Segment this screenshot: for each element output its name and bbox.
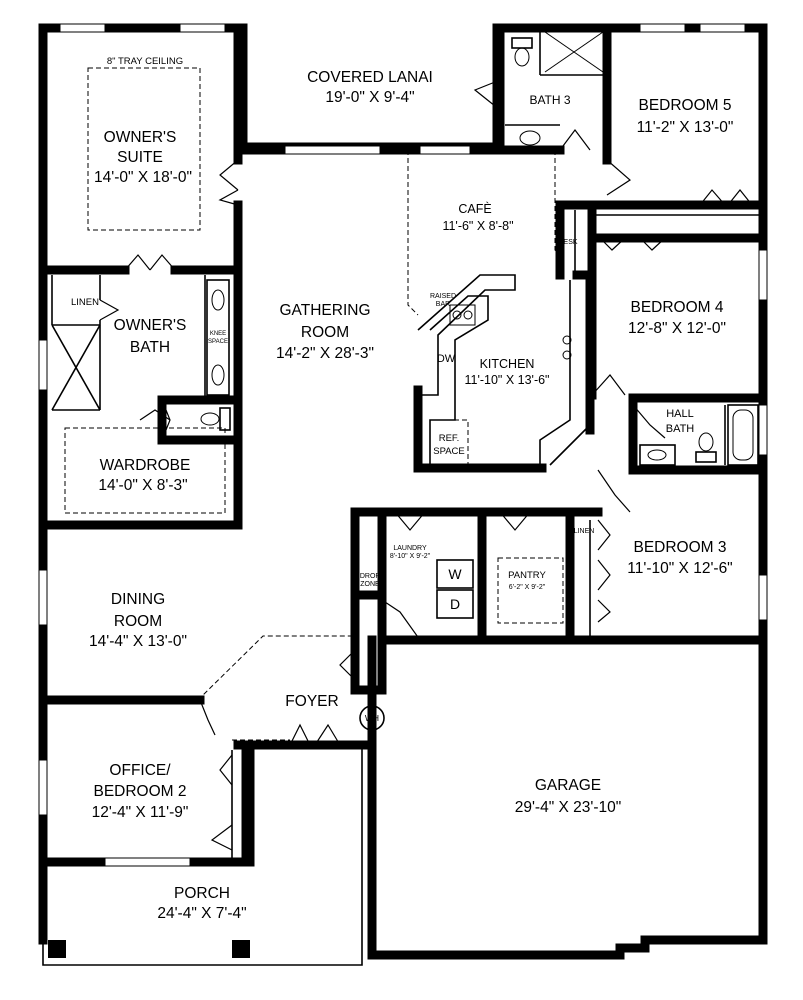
linen-hall-label: LINEN <box>574 528 595 535</box>
drop-zone-1: DROP <box>360 573 381 580</box>
lanai-name: COVERED LANAI <box>307 69 433 86</box>
linen-owner-label: LINEN <box>71 297 99 308</box>
dining-name-1: DINING <box>111 591 165 608</box>
bedroom5-dim: 11'-2" X 13'-0" <box>637 119 734 136</box>
garage-name: GARAGE <box>535 777 601 794</box>
doors <box>99 79 753 851</box>
kitchen-dim: 11'-10" X 13'-6" <box>465 373 550 387</box>
porch-name: PORCH <box>174 885 230 902</box>
room-labels: 8" TRAY CEILING OWNER'S SUITE 14'-0" X 1… <box>71 56 733 922</box>
dw-label: DW <box>437 353 456 365</box>
pantry-name: PANTRY <box>508 570 546 581</box>
gathering-dim: 14'-2" X 28'-3" <box>276 345 374 362</box>
hall-bath-name-2: BATH <box>666 423 695 435</box>
fixtures <box>48 37 759 958</box>
office-name-1: OFFICE/ <box>109 762 171 779</box>
laundry-dim: 8'-10" X 9'-2" <box>390 553 431 560</box>
dining-dim: 14'-4" X 13'-0" <box>89 633 187 650</box>
pantry-dim: 6'-2" X 9'-2" <box>509 584 546 591</box>
lanai-dim: 19'-0" X 9'-4" <box>325 89 414 106</box>
knee-space-2: SPACE <box>208 339 228 345</box>
office-dim: 12'-4" X 11'-9" <box>92 804 189 821</box>
wardrobe-name: WARDROBE <box>100 457 191 474</box>
wardrobe-dim: 14'-0" X 8'-3" <box>98 477 187 494</box>
laundry-name: LAUNDRY <box>393 545 427 552</box>
bath3-name: BATH 3 <box>529 93 570 107</box>
drop-zone-2: ZONE <box>360 581 380 588</box>
bedroom5-name: BEDROOM 5 <box>638 97 731 114</box>
raised-bar-1: RAISED <box>430 293 456 300</box>
hall-bath-name-1: HALL <box>666 408 694 420</box>
ref-space-2: SPACE <box>433 446 465 457</box>
owners-suite-dim: 14'-0" X 18'-0" <box>94 169 192 186</box>
ref-space-1: REF. <box>439 433 460 444</box>
desk-label: DESK <box>558 239 577 246</box>
foyer-name: FOYER <box>285 693 338 710</box>
gathering-name-1: GATHERING <box>280 302 371 319</box>
bedroom4-dim: 12'-8" X 12'-0" <box>628 320 726 337</box>
tray-ceiling-note: 8" TRAY CEILING <box>107 56 183 67</box>
dryer-label: D <box>450 596 460 612</box>
owners-suite-name-1: OWNER'S <box>104 129 177 146</box>
raised-bar-2: BAR <box>436 301 450 308</box>
bedroom3-dim: 11'-10" X 12'-6" <box>627 560 732 577</box>
windows <box>38 23 768 867</box>
owners-bath-name-1: OWNER'S <box>114 317 187 334</box>
dashed-lines <box>64 67 564 741</box>
bedroom3-name: BEDROOM 3 <box>633 539 726 556</box>
bedroom4-name: BEDROOM 4 <box>630 299 723 316</box>
exterior-walls <box>38 23 768 966</box>
owners-bath-name-2: BATH <box>130 339 170 356</box>
kitchen-name: KITCHEN <box>480 357 535 371</box>
owners-suite-name-2: SUITE <box>117 149 163 166</box>
gathering-name-2: ROOM <box>301 324 349 341</box>
water-heater-label: WH <box>365 713 379 723</box>
office-name-2: BEDROOM 2 <box>93 783 186 800</box>
cafe-dim: 11'-6" X 8'-8" <box>442 219 513 233</box>
knee-space-1: KNEE <box>210 331 226 337</box>
dining-name-2: ROOM <box>114 613 162 630</box>
garage-dim: 29'-4" X 23'-10" <box>515 799 622 816</box>
washer-label: W <box>448 566 462 582</box>
cafe-name: CAFÈ <box>458 201 491 216</box>
porch-dim: 24'-4" X 7'-4" <box>157 905 246 922</box>
